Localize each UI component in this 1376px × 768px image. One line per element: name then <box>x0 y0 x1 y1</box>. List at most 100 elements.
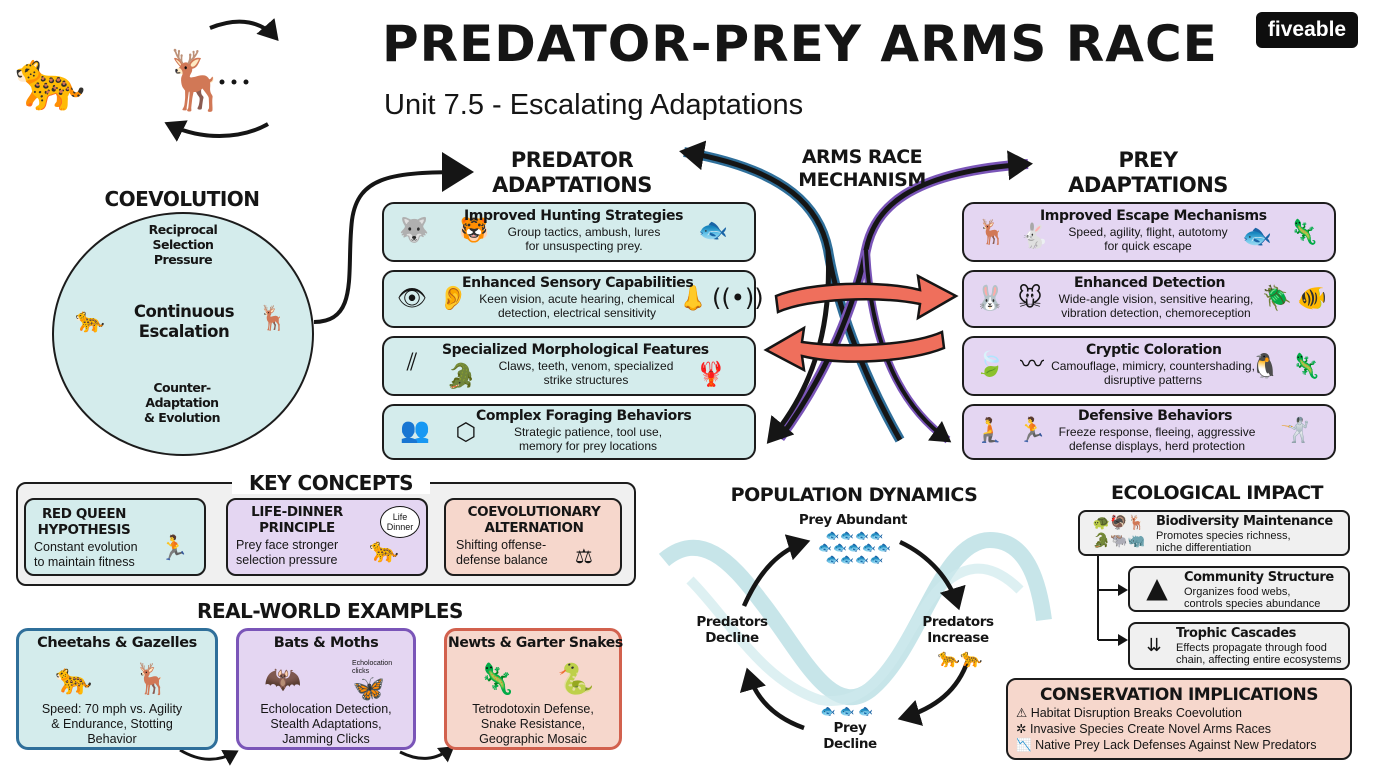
life-dinner-bubble: Life Dinner <box>380 506 420 538</box>
bug-icon: ✲ <box>1016 722 1027 736</box>
eco-desc: Promotes species richness, niche differe… <box>1156 530 1291 554</box>
moth-icon: 🦋 <box>352 674 386 704</box>
predator-card-morphology <box>382 336 756 396</box>
conservation-item: ✲ Invasive Species Create Novel Arms Rac… <box>1016 722 1272 736</box>
conservation-panel <box>1006 678 1352 760</box>
tiger-icon: 🐯 <box>459 216 489 244</box>
prey-card-cryptic <box>962 336 1336 396</box>
key-concepts-heading: KEY CONCEPTS <box>232 472 430 494</box>
conservation-item: ⚠ Habitat Disruption Breaks Coevolution <box>1016 706 1242 720</box>
predator-card-desc: Strategic patience, tool use, memory for… <box>513 425 663 453</box>
snake-icon: 🐍 <box>557 662 595 697</box>
concept-title: COEVOLUTIONARY ALTERNATION <box>467 504 601 536</box>
population-heading: POPULATION DYNAMICS <box>730 484 978 506</box>
coevolution-heading: COEVOLUTION <box>104 187 260 211</box>
panther-icon: 🐆🐆 <box>937 648 983 669</box>
predator-card-foraging <box>382 404 756 460</box>
page-subtitle: Unit 7.5 - Escalating Adaptations <box>384 89 804 121</box>
prey-card-desc: Speed, agility, flight, autotomy for qui… <box>1068 225 1228 253</box>
predator-card-hunting <box>382 202 756 262</box>
prey-card-title: Improved Escape Mechanisms <box>1040 208 1267 224</box>
seesaw-icon: ⚖ <box>575 544 593 568</box>
gazelle-icon: 🦌 <box>977 218 1007 246</box>
eco-community <box>1128 566 1350 612</box>
predator-card-desc: Group tactics, ambush, lures for unsuspe… <box>507 225 661 253</box>
run-icon: 🏃 <box>1017 416 1047 444</box>
cascade-icon: ⇊ <box>1146 635 1162 656</box>
crouch-icon: 🧎 <box>975 416 1005 444</box>
predator-card-sensory <box>382 270 756 328</box>
prey-card-defensive <box>962 404 1336 460</box>
fish-icon: 🐠 <box>1297 284 1327 312</box>
concept-alternation <box>444 498 622 576</box>
example-desc: Speed: 70 mph vs. Agility & Endurance, S… <box>41 702 183 746</box>
stripes-icon: 〰 <box>1020 350 1044 378</box>
eco-title: Community Structure <box>1184 570 1334 585</box>
eye-icon: 👁 <box>396 284 428 312</box>
concept-title: RED QUEEN HYPOTHESIS <box>37 506 131 538</box>
prey-card-title: Enhanced Detection <box>1074 275 1226 291</box>
prey-card-desc: Wide-angle vision, sensitive hearing, vi… <box>1058 292 1254 320</box>
predator-card-title: Improved Hunting Strategies <box>464 208 684 224</box>
bat-icon: 🦇 <box>264 662 302 697</box>
predator-card-desc: Keen vision, acute hearing, chemical det… <box>479 292 675 320</box>
coevolution-center-label: Continuous Escalation <box>133 302 235 341</box>
claw-icon: ⫽ <box>406 348 418 376</box>
example-desc: Echolocation Detection, Stealth Adaptati… <box>260 702 392 746</box>
predator-card-title: Enhanced Sensory Capabilities <box>462 275 694 291</box>
lizard-tail-icon: 🦎 <box>1289 218 1319 246</box>
predator-card-title: Complex Foraging Behaviors <box>476 408 692 424</box>
wolves-icon: 🐺 <box>399 216 429 244</box>
treadmill-icon: 🏃 <box>159 534 189 562</box>
ecological-heading: ECOLOGICAL IMPACT <box>1111 482 1323 504</box>
predators-increase-label: Predators Increase <box>922 614 994 646</box>
warning-icon: ⚠ <box>1016 706 1028 720</box>
eco-trophic <box>1128 622 1350 670</box>
fight-icon: 🤺 <box>1280 416 1310 444</box>
fish-icon: 🐟 <box>1242 222 1272 250</box>
crocodile-icon: 🐊 <box>446 362 476 390</box>
coevolution-top-label: Reciprocal Selection Pressure <box>148 222 218 267</box>
prey-card-title: Cryptic Coloration <box>1086 342 1222 358</box>
ear-icon: 👂 <box>438 284 468 312</box>
cheetah-icon: 🐆 <box>75 306 105 334</box>
prey-card-detection <box>962 270 1336 328</box>
example-title: Bats & Moths <box>273 635 379 651</box>
example-title: Cheetahs & Gazelles <box>37 635 197 651</box>
coevolution-bottom-label: Counter-Adaptation & Evolution <box>144 380 220 425</box>
examples-heading: REAL-WORLD EXAMPLES <box>197 599 463 623</box>
eco-desc: Effects propagate through food chain, af… <box>1176 642 1342 666</box>
cheetah-icon: 🐆 <box>55 662 93 697</box>
conservation-item: 📉 Native Prey Lack Defenses Against New … <box>1016 738 1317 752</box>
eco-title: Biodiversity Maintenance <box>1156 514 1333 529</box>
chart-icon: 📉 <box>1016 738 1032 752</box>
prey-card-desc: Freeze response, fleeing, aggressive def… <box>1058 425 1256 453</box>
penguin-icon: 🐧 <box>1250 352 1280 380</box>
gazelle-icon: 🦌 <box>258 304 288 332</box>
fish-icon: 🐟 🐟 🐟 <box>820 704 874 718</box>
predator-card-desc: Claws, teeth, venom, specialized strike … <box>498 359 674 387</box>
prey-decline-label: Prey Decline <box>823 720 877 752</box>
nose-icon: 👃 <box>678 284 708 312</box>
prey-card-desc: Camouflage, mimicry, countershading, dis… <box>1051 359 1255 387</box>
concept-red-queen <box>24 498 206 576</box>
predators-decline-label: Predators Decline <box>696 614 768 646</box>
beetle-icon: 🪲 <box>1262 284 1292 312</box>
prey-card-title: Defensive Behaviors <box>1078 408 1233 424</box>
mechanism-heading: ARMS RACE MECHANISM <box>798 146 926 191</box>
eco-biodiversity <box>1078 510 1350 556</box>
page-title: PREDATOR-PREY ARMS RACE <box>382 15 1218 73</box>
anglerfish-icon: 🐟 <box>698 216 728 244</box>
concept-desc: Prey face stronger selection pressure <box>236 538 339 567</box>
rabbit-icon: 🐇 <box>1019 222 1049 250</box>
group-icon: 👥 <box>400 416 430 444</box>
animals-icon: 🐢🦃🦌🐊🐃🦏 <box>1092 515 1146 549</box>
conservation-heading: CONSERVATION IMPLICATIONS <box>1040 685 1318 705</box>
example-desc: Tetrodotoxin Defense, Snake Resistance, … <box>472 702 594 746</box>
newt-icon: 🦎 <box>478 662 516 697</box>
example-bats-moths <box>236 628 416 750</box>
scorpion-icon: 🦞 <box>696 360 726 388</box>
concept-desc: Constant evolution to maintain fitness <box>34 540 138 569</box>
coevolution-circle <box>52 212 314 456</box>
